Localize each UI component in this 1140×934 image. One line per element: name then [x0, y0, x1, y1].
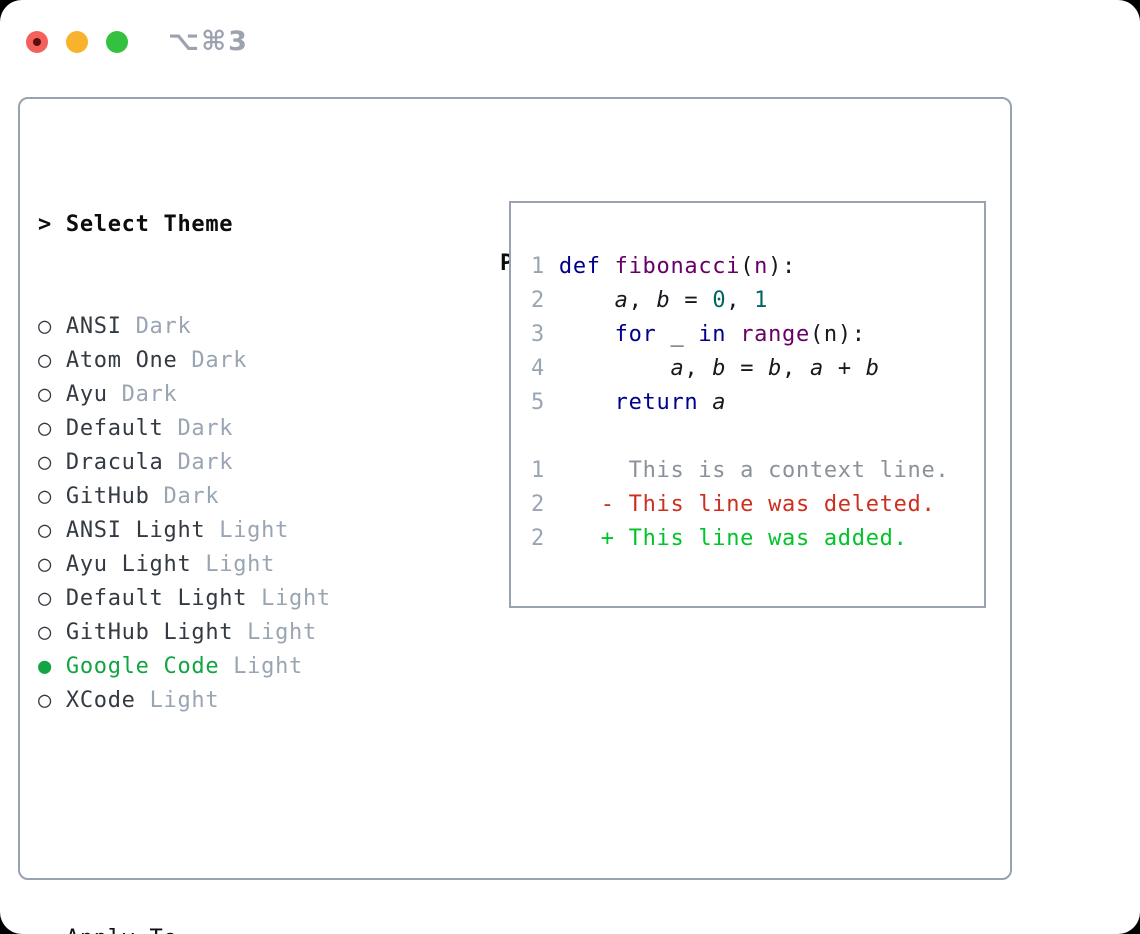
- theme-variant-label: Dark: [163, 450, 234, 475]
- code-line: 2 - This line was deleted.: [531, 492, 936, 517]
- radio-unselected-icon: ○: [38, 382, 52, 407]
- code-line: 2 a, b = 0, 1: [531, 288, 769, 313]
- option-label: ANSI: [65, 314, 122, 339]
- maximize-button[interactable]: [106, 30, 128, 53]
- theme-variant-label: Light: [247, 586, 331, 611]
- theme-option[interactable]: ○ Ayu Dark: [38, 378, 428, 412]
- theme-variant-label: Light: [219, 654, 303, 679]
- theme-option[interactable]: ○ Atom One Dark: [38, 344, 428, 378]
- theme-option[interactable]: ○ Ayu Light Light: [38, 548, 428, 582]
- select-theme-title: Select Theme: [65, 212, 234, 237]
- preview-pane: 1 def fibonacci(n): 2 a, b = 0, 1 3 for _ …: [509, 201, 986, 608]
- radio-unselected-icon: ○: [38, 518, 52, 543]
- close-button[interactable]: [26, 30, 48, 53]
- theme-variant-label: Dark: [149, 484, 220, 509]
- code-line: 4 a, b = b, a + b: [531, 356, 880, 381]
- theme-variant-label: Dark: [121, 314, 192, 339]
- theme-variant-label: Light: [191, 552, 276, 577]
- theme-variant-label: Light: [205, 518, 290, 543]
- radio-unselected-icon: ○: [38, 586, 52, 611]
- radio-unselected-icon: ○: [38, 348, 52, 373]
- option-label: GitHub Light: [65, 620, 234, 645]
- code-line: [531, 420, 949, 454]
- option-label: Atom One: [65, 348, 178, 373]
- theme-option[interactable]: ○ Default Dark: [38, 412, 428, 446]
- apply-to-section: Apply To ●User Settings○Workspace Settin…: [38, 854, 428, 934]
- apply-to-header: Apply To: [38, 922, 428, 934]
- theme-variant-label: Dark: [107, 382, 178, 407]
- radio-unselected-icon: ○: [38, 552, 52, 577]
- theme-option[interactable]: ○ Dracula Dark: [38, 446, 428, 480]
- option-label: Google Code: [65, 654, 220, 679]
- option-label: Default Light: [65, 586, 248, 611]
- code-line: 5 return a: [531, 390, 727, 415]
- option-label: Dracula: [65, 450, 164, 475]
- theme-option[interactable]: ○ XCode Light: [38, 684, 428, 718]
- option-label: ANSI Light: [65, 518, 206, 543]
- code-line: 1 This is a context line.: [531, 458, 950, 483]
- radio-selected-icon: ●: [38, 654, 52, 679]
- option-label: XCode: [65, 688, 136, 713]
- code-line: 1 def fibonacci(n):: [531, 254, 796, 279]
- theme-variant-label: Dark: [177, 348, 248, 373]
- titlebar: ⌥⌘3: [26, 26, 249, 57]
- theme-variant-label: Light: [135, 688, 220, 713]
- radio-unselected-icon: ○: [38, 620, 52, 645]
- option-label: Default: [65, 416, 164, 441]
- option-label: Ayu Light: [65, 552, 192, 577]
- theme-option[interactable]: ○ GitHub Dark: [38, 480, 428, 514]
- theme-option[interactable]: ● Google Code Light: [38, 650, 428, 684]
- select-theme-header: > Select Theme: [38, 208, 428, 242]
- radio-unselected-icon: ○: [38, 688, 52, 713]
- theme-options: ○ ANSI Dark ○ Atom One Dark ○ Ayu Dark ○ Defaul…: [38, 310, 428, 718]
- theme-variant-label: Dark: [163, 416, 234, 441]
- option-label: GitHub: [65, 484, 150, 509]
- radio-unselected-icon: ○: [38, 314, 52, 339]
- code-line: 2 + This line was added.: [531, 526, 908, 551]
- focus-prompt: >: [38, 212, 52, 237]
- option-label: Ayu: [65, 382, 108, 407]
- theme-option[interactable]: ○ ANSI Light Light: [38, 514, 428, 548]
- theme-option[interactable]: ○ Default Light Light: [38, 582, 428, 616]
- minimize-button[interactable]: [66, 30, 88, 53]
- theme-list: > Select Theme ○ ANSI Dark ○ Atom One Dark ○ A…: [38, 140, 428, 934]
- apply-to-title: Apply To: [66, 926, 178, 934]
- code-preview: 1 def fibonacci(n): 2 a, b = 0, 1 3 for _ …: [531, 250, 949, 556]
- theme-option[interactable]: ○ GitHub Light Light: [38, 616, 428, 650]
- code-line: 3 for _ in range(n):: [531, 322, 866, 347]
- radio-unselected-icon: ○: [38, 416, 52, 441]
- radio-unselected-icon: ○: [38, 484, 52, 509]
- theme-variant-label: Light: [233, 620, 317, 645]
- theme-picker-panel: > Select Theme ○ ANSI Dark ○ Atom One Dark ○ A…: [18, 97, 1012, 934]
- radio-unselected-icon: ○: [38, 450, 52, 475]
- window-shortcut-label: ⌥⌘3: [168, 26, 249, 57]
- theme-option[interactable]: ○ ANSI Dark: [38, 310, 428, 344]
